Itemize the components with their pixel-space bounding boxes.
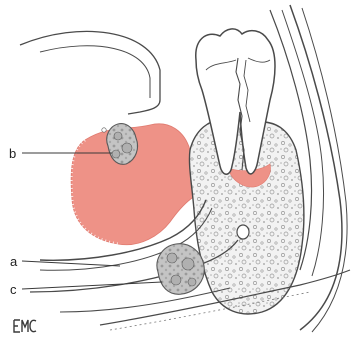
soft-tissue-inner-line xyxy=(40,46,150,98)
muscle-layer-lower xyxy=(60,288,230,312)
salivary-stone-lower xyxy=(157,244,204,295)
callout-c: c xyxy=(10,283,17,296)
soft-tissue-upper-line xyxy=(20,31,160,114)
leader-line-a xyxy=(22,261,120,266)
callout-b: b xyxy=(9,147,16,160)
emc-logo xyxy=(12,318,38,334)
skin-right-inner xyxy=(302,8,347,332)
callout-a: a xyxy=(10,255,17,268)
mandibular-canal xyxy=(237,225,249,239)
